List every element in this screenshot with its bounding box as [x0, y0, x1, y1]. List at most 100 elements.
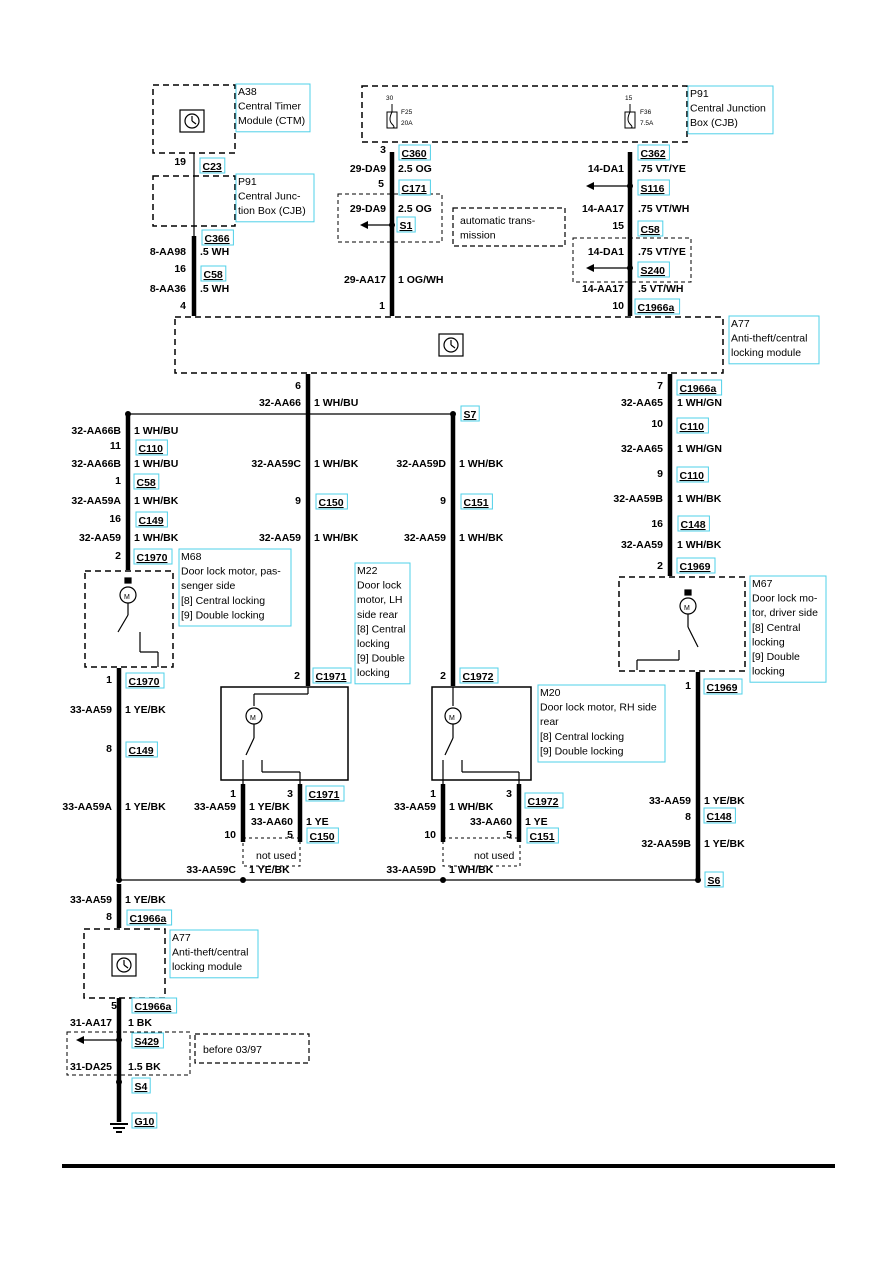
label-auto-trans: automatic trans-mission: [460, 215, 536, 242]
wire-label: 1 WH/BK: [677, 493, 722, 505]
connector-label: C1969: [680, 561, 711, 573]
wire-label: 1 WH/BK: [459, 458, 504, 470]
motor-icon: M: [442, 687, 520, 784]
connector-label: C150: [310, 831, 335, 843]
fuse-icon: [624, 104, 636, 129]
connector-s6: S6: [704, 871, 724, 888]
arrow-left-icon: [586, 182, 594, 190]
wire-label: 1: [230, 788, 236, 800]
connector-s1: S1: [396, 216, 416, 233]
connector-label: S1: [400, 220, 413, 232]
wire-label: 32-AA66B: [71, 458, 121, 470]
connector-label: S429: [135, 1036, 160, 1048]
connector-c148b: C148: [703, 807, 736, 824]
svg-text:M: M: [449, 715, 455, 722]
connector-c360: C360: [398, 144, 431, 161]
connector-tags: C23C366C58C360C171S1C362S116C58S240C1966…: [125, 144, 743, 1129]
wire-label: 1: [430, 788, 436, 800]
wire-label: 9: [295, 495, 301, 507]
wire-label: 33-AA59: [649, 795, 691, 807]
svg-text:M: M: [684, 605, 690, 612]
clock-symbol-icon: [111, 953, 137, 977]
label-line: M22: [357, 565, 378, 577]
connector-c1969a: C1969: [676, 557, 716, 574]
arrow-left-icon: [586, 264, 594, 272]
label-line: locking module: [172, 961, 242, 973]
wire-label: .5 WH: [200, 283, 229, 295]
wire-label: 1 WH/BK: [314, 458, 359, 470]
before-note-box: [194, 1033, 310, 1064]
clock-symbol-icon: [438, 333, 464, 357]
wire-label: 2.5 OG: [398, 163, 432, 175]
connector-c150a: C150: [315, 493, 348, 510]
wire-label: 31-AA17: [70, 1017, 112, 1029]
label-line: Central Junc-: [238, 191, 301, 203]
connector-label: C151: [464, 497, 489, 509]
wire-label: 1 WH/BK: [314, 532, 359, 544]
connector-c58b: C58: [637, 220, 664, 237]
wire-label: 1: [106, 674, 112, 686]
wire-label: 8-AA98: [150, 246, 186, 258]
wire-label: 1 WH/BK: [449, 801, 494, 813]
wire-label: 32-AA59D: [396, 458, 446, 470]
wire-label: 33-AA59: [70, 894, 112, 906]
label-line: P91: [690, 88, 709, 100]
connector-s429: S429: [131, 1032, 164, 1049]
connector-c362: C362: [637, 144, 670, 161]
connector-c1972a: C1972: [459, 667, 499, 684]
connector-c1970b: C1970: [125, 672, 165, 689]
wire-label: 29-DA9: [350, 203, 386, 215]
wire-label: 33-AA60: [470, 816, 512, 828]
label-line: mission: [460, 230, 496, 242]
connector-label: S240: [641, 265, 666, 277]
label-line: side rear: [357, 609, 398, 621]
wire-label: 11: [110, 440, 121, 452]
wire-label: .75 VT/YE: [638, 246, 686, 258]
label-line: [8] Central: [752, 622, 800, 634]
wire-label: 33-AA59C: [186, 864, 236, 876]
wire-label: 10: [424, 829, 436, 841]
wire-label: .75 VT/YE: [638, 163, 686, 175]
label-line: [9] Double locking: [540, 745, 624, 757]
label-line: locking: [357, 667, 390, 679]
connector-c366: C366: [201, 229, 234, 246]
wire-label: 1: [685, 680, 691, 692]
label-line: M20: [540, 687, 561, 699]
wire-label: 19: [174, 156, 186, 168]
connector-label: C1972: [463, 671, 494, 683]
label-line: A38: [238, 86, 257, 98]
wire-label: 1 BK: [128, 1017, 152, 1029]
wire-label: 31-DA25: [70, 1061, 112, 1073]
connector-label: C151: [530, 831, 555, 843]
wire-label: 32-AA65: [621, 443, 663, 455]
connector-c1972b: C1972: [524, 792, 564, 809]
fuse-icon: [386, 104, 398, 129]
motor-icon: M: [636, 589, 699, 670]
wire-label: 1 YE/BK: [704, 795, 745, 807]
wire-label: 2: [440, 670, 446, 682]
svg-text:M: M: [124, 594, 130, 601]
label-line: Door lock: [357, 580, 402, 592]
connector-label: C1971: [316, 671, 347, 683]
connector-label: C1966a: [638, 302, 675, 314]
connector-label: C110: [680, 421, 705, 433]
label-line: [8] Central locking: [181, 595, 265, 607]
connector-label: C58: [137, 477, 156, 489]
wire-label: 7: [657, 380, 663, 392]
connector-label: C1972: [528, 796, 559, 808]
label-line: [8] Central: [357, 623, 405, 635]
auto-trans-note-box: [452, 207, 566, 247]
wire-label: 1 WH/GN: [677, 443, 722, 455]
wire-label: .5 VT/WH: [638, 283, 684, 295]
wire-label: 5: [111, 1000, 117, 1012]
m20-motor-box: [431, 686, 532, 781]
wire-label: 3: [287, 788, 293, 800]
label-line: Anti-theft/central: [172, 947, 248, 959]
connector-c151b: C151: [526, 827, 559, 844]
